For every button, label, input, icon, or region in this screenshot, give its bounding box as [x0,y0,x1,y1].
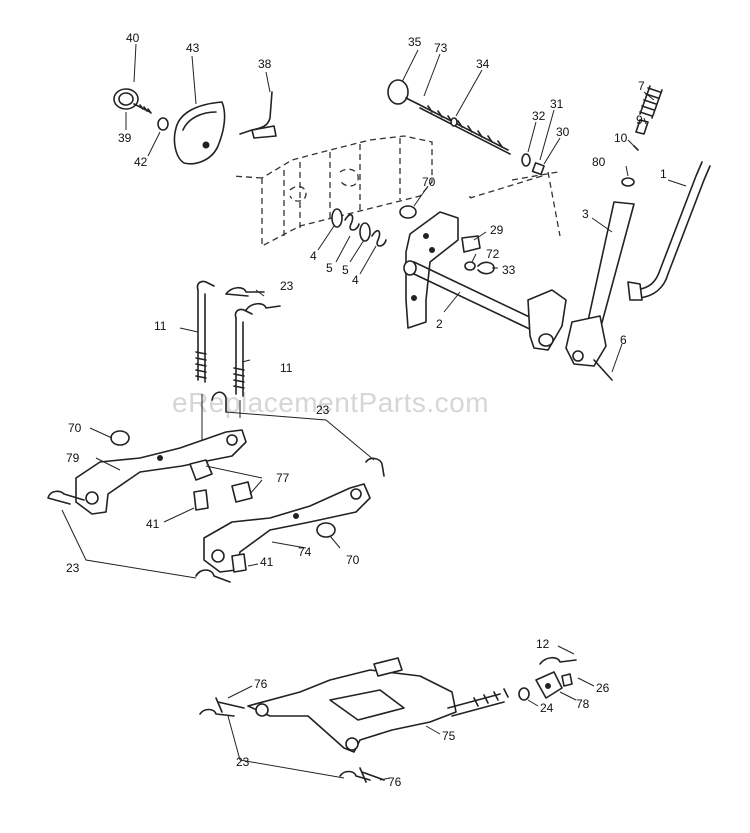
clip-38 [239,91,277,139]
lift-link-79 [75,429,247,515]
hairpin-23-c [211,391,227,413]
hanger-11-right [233,308,253,397]
pin-10 [633,145,639,151]
handle-grip-43 [173,101,226,165]
callout-5-a: 5 [326,261,333,275]
callout-42: 42 [134,155,148,169]
springs-washers-4-5 [331,208,387,247]
callout-34: 34 [476,57,490,71]
callout-79: 79 [66,451,80,465]
hanger-11-left [195,280,215,383]
knob-40 [113,88,152,114]
callout-40: 40 [126,31,140,45]
bolt-6 [593,359,613,381]
callout-4-a: 4 [310,249,317,263]
callout-2: 2 [436,317,443,331]
callout-29: 29 [490,223,504,237]
callout-41-b: 41 [260,555,274,569]
callout-30: 30 [556,125,570,139]
leader-lines [61,43,687,781]
callout-70-right: 70 [346,553,360,567]
bushing-41-b [231,553,247,573]
guide-line-dashed [469,171,561,237]
callout-72: 72 [486,247,500,261]
hairpin-23-g [199,708,235,717]
frame-outline-dashed [231,135,433,248]
washer-70-right [316,522,336,538]
callout-75: 75 [442,729,456,743]
spring-7 [639,85,663,119]
lift-link-74 [203,483,371,573]
block-77-b [231,481,253,503]
callout-6: 6 [620,333,627,347]
callout-77: 77 [276,471,290,485]
callout-70-top: 70 [422,175,436,189]
adjust-rod-34 [387,79,511,155]
washer-70-top [399,205,417,219]
callout-labels: 40 43 38 39 42 35 73 34 32 31 30 7 9 10 … [66,31,667,789]
callout-7: 7 [638,79,645,93]
block-77-a [189,459,213,481]
callout-39: 39 [118,131,132,145]
callout-11-b: 11 [280,361,293,375]
hairpin-23-e [365,457,385,477]
callout-80: 80 [592,155,606,169]
callout-4-b: 4 [352,273,359,287]
callout-38: 38 [258,57,272,71]
washer-42 [157,117,169,131]
callout-1: 1 [660,167,667,181]
hairpin-23-h [339,770,371,781]
callout-35: 35 [408,35,422,49]
bushing-41-a [193,489,209,511]
callout-24: 24 [540,701,554,715]
callout-76-b: 76 [388,775,402,789]
height-adjust-knob-group [113,88,277,165]
callout-33: 33 [502,263,516,277]
watermark: eReplacementParts.com [172,387,489,418]
callout-5-b: 5 [342,263,349,277]
carrier-plate-75 [247,657,509,753]
fitting-29-72-33 [461,235,495,275]
callout-26: 26 [596,681,610,695]
callout-9: 9 [636,113,643,127]
callout-10: 10 [614,131,628,145]
clevis-78-26-24 [518,656,577,701]
callout-23-c: 23 [66,561,80,575]
nut-washer-30-31-32 [521,153,545,176]
callout-11-a: 11 [154,319,167,333]
callout-73: 73 [434,41,448,55]
callout-32: 32 [532,109,546,123]
callout-43: 43 [186,41,200,55]
callout-23-a: 23 [280,279,294,293]
lift-shaft-2 [403,211,567,351]
callout-70-left: 70 [68,421,82,435]
hairpin-23-d [47,490,85,505]
hairpin-23-f [195,569,231,583]
callout-76-a: 76 [254,677,268,691]
washer-70-left [110,430,130,446]
bolt-76-a [215,697,245,713]
washer-80 [621,177,635,187]
callout-12: 12 [536,637,550,651]
callout-74: 74 [298,545,312,559]
bolt-76-b [359,767,385,783]
callout-78: 78 [576,697,590,711]
hairpin-23-a [225,286,265,297]
lift-lever-1 [627,161,711,301]
callout-31: 31 [550,97,564,111]
hairpin-23-b [245,302,281,311]
callout-3: 3 [582,207,589,221]
callout-41-a: 41 [146,517,160,531]
callout-23-b: 23 [316,403,330,417]
callout-23-d: 23 [236,755,250,769]
lift-shaft-3 [565,201,635,367]
